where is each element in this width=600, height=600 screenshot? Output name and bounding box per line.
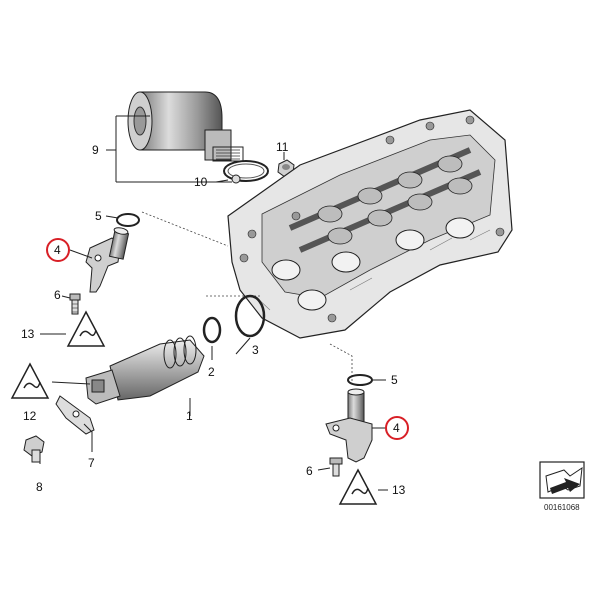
callout-6-upper: 6 [54, 288, 61, 302]
bolt-part-6-lower [329, 457, 343, 477]
warning-triangle-icon [66, 310, 106, 347]
callout-1: 1 [186, 409, 193, 423]
forward-arrow-icon[interactable] [539, 461, 585, 499]
callout-3: 3 [252, 343, 259, 357]
callout-12: 12 [23, 409, 37, 423]
callout-4-lower: 4 [393, 421, 400, 435]
actuator-part-9 [127, 91, 244, 162]
callout-13-lower: 13 [392, 483, 406, 497]
callout-10: 10 [194, 175, 208, 189]
leader-lines-right [317, 379, 388, 491]
callout-5-lower: 5 [391, 373, 398, 387]
sensor-part-4-upper [85, 227, 130, 293]
bolt-part-6-upper [69, 293, 81, 315]
solenoid-valve-part-1 [85, 335, 205, 405]
callout-7: 7 [88, 456, 95, 470]
leader-lines-top [106, 115, 285, 183]
o-ring-part-2 [202, 316, 222, 344]
callout-6-lower: 6 [306, 464, 313, 478]
diagram-id: 00161068 [544, 503, 580, 512]
o-ring-part-3 [234, 294, 266, 338]
callout-2: 2 [208, 365, 215, 379]
leader-lines-left [39, 215, 251, 464]
cylinder-head [227, 109, 513, 339]
bolt-part-8 [23, 435, 45, 463]
sensor-part-4-lower [325, 388, 373, 463]
highlight-ring-lower [385, 416, 409, 440]
callout-11: 11 [276, 140, 289, 154]
o-ring-part-10 [223, 160, 269, 184]
o-ring-part-5-upper [116, 213, 140, 227]
callout-4-upper: 4 [54, 243, 61, 257]
callout-9: 9 [92, 143, 99, 157]
callout-13-upper: 13 [21, 327, 35, 341]
callout-5-upper: 5 [95, 209, 102, 223]
warning-triangle-icon-left [10, 362, 50, 399]
callout-8: 8 [36, 480, 43, 494]
warning-triangle-icon-lower [338, 468, 378, 505]
highlight-ring-upper [46, 238, 70, 262]
